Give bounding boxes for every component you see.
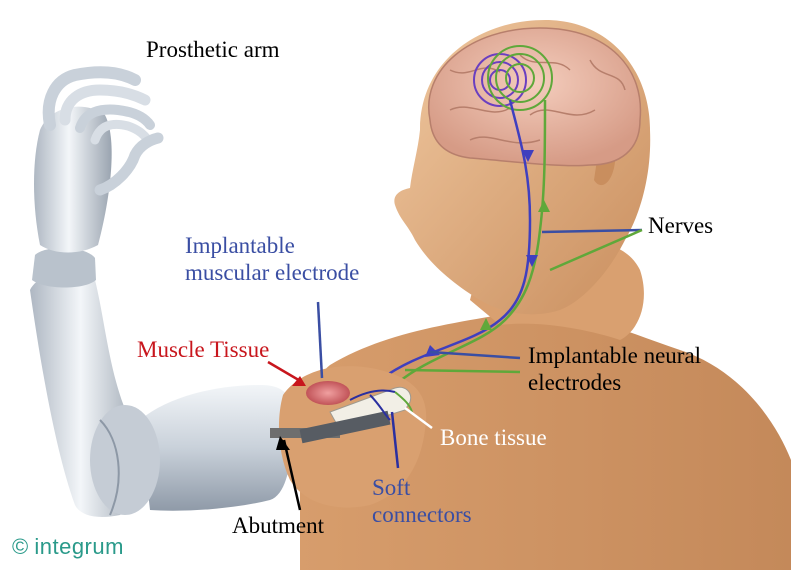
label-implantable-muscular-line1: Implantable (185, 232, 359, 259)
label-implantable-muscular-electrode: Implantable muscular electrode (185, 232, 359, 286)
label-soft-connectors: Soft connectors (372, 474, 472, 528)
brand-name: integrum (34, 534, 124, 559)
label-implantable-neural-electrodes: Implantable neural electrodes (528, 342, 701, 396)
label-soft-line1: Soft (372, 474, 472, 501)
label-implantable-neural-line1: Implantable neural (528, 342, 701, 369)
label-implantable-muscular-line2: muscular electrode (185, 259, 359, 286)
label-bone-tissue: Bone tissue (440, 424, 547, 451)
muscle-tissue-shape (306, 381, 350, 405)
label-abutment: Abutment (232, 512, 324, 539)
integrum-logo: © integrum (12, 534, 124, 560)
label-muscle-tissue: Muscle Tissue (137, 336, 269, 363)
label-implantable-neural-line2: electrodes (528, 369, 701, 396)
label-soft-line2: connectors (372, 501, 472, 528)
copyright-symbol: © (12, 534, 28, 559)
label-prosthetic-arm: Prosthetic arm (146, 36, 280, 63)
label-nerves: Nerves (648, 212, 713, 239)
prosthetic-arm-illustration (30, 72, 293, 517)
